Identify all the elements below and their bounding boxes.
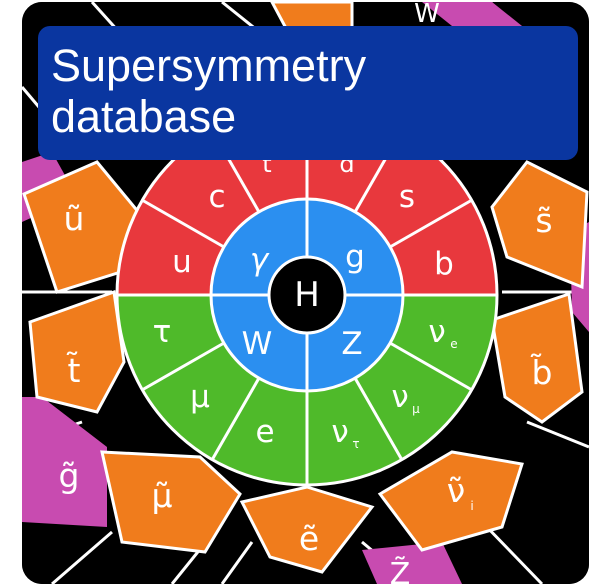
photon-label: γ	[250, 242, 270, 278]
sneutrino-tile	[377, 450, 524, 552]
bottom-squark-tile	[490, 291, 584, 424]
zino-label: Z̃	[390, 557, 411, 584]
higgs-core	[267, 255, 347, 335]
up-squark-label: ũ	[64, 199, 85, 238]
selectron-tile	[239, 485, 375, 574]
top-squark-label: t̃	[66, 351, 80, 390]
electron-neutrino-symbol: ν	[428, 314, 445, 350]
zino-tile	[362, 542, 462, 584]
tau-neutrino-subscript: τ	[352, 437, 359, 451]
sparticle-tiles	[22, 2, 589, 574]
muon-neutrino-label: ν μ	[391, 379, 420, 416]
supersymmetry-card[interactable]: H u c t d s b γ g Z W ν e ν μ ν τ e	[22, 2, 589, 584]
smuon-label: μ̃	[152, 476, 173, 515]
muon-label: μ	[190, 379, 210, 415]
sparticle-labels: ũ t̃ g̃ μ̃ ẽ ν̃ i b̃ s̃ W Z̃	[59, 2, 553, 584]
electron-neutrino-label: ν e	[428, 314, 457, 351]
gluino-tile	[22, 397, 107, 527]
z-boson-label: Z	[341, 326, 362, 362]
bottom-quark-label: b	[434, 246, 454, 282]
gluino-label: g̃	[59, 456, 80, 495]
top-squark-tile	[28, 289, 126, 414]
higgs-label: H	[294, 275, 320, 315]
sneutrino-symbol: ν̃	[447, 471, 465, 510]
w-boson-label: W	[242, 326, 273, 362]
tau-label: τ	[153, 314, 172, 350]
top-quark-label: t	[262, 150, 271, 178]
wino-label: W	[414, 2, 440, 29]
electron-label: e	[255, 414, 274, 450]
muon-neutrino-subscript: μ	[412, 402, 420, 416]
title-banner: Supersymmetry database	[38, 26, 578, 160]
title-line-2: database	[51, 91, 237, 142]
electron-neutrino-subscript: e	[450, 337, 457, 351]
sneutrino-subscript: i	[470, 499, 473, 513]
wheel-labels: H u c t d s b γ g Z W ν e ν μ ν τ e	[153, 150, 458, 451]
tau-neutrino-symbol: ν	[331, 414, 348, 450]
selectron-label: ẽ	[299, 519, 319, 558]
strange-squark-tile	[490, 160, 589, 290]
sneutrino-label: ν̃ i	[447, 471, 474, 513]
muon-neutrino-symbol: ν	[391, 379, 408, 415]
title-line-1: Supersymmetry	[51, 40, 367, 91]
strange-quark-label: s	[399, 179, 415, 215]
strange-squark-label: s̃	[535, 201, 552, 240]
gluon-label: g	[345, 239, 365, 275]
tau-neutrino-label: ν τ	[331, 414, 359, 451]
charm-quark-label: c	[208, 179, 225, 215]
up-quark-label: u	[172, 244, 192, 280]
smuon-tile	[100, 450, 242, 554]
bottom-squark-label: b̃	[530, 353, 552, 392]
